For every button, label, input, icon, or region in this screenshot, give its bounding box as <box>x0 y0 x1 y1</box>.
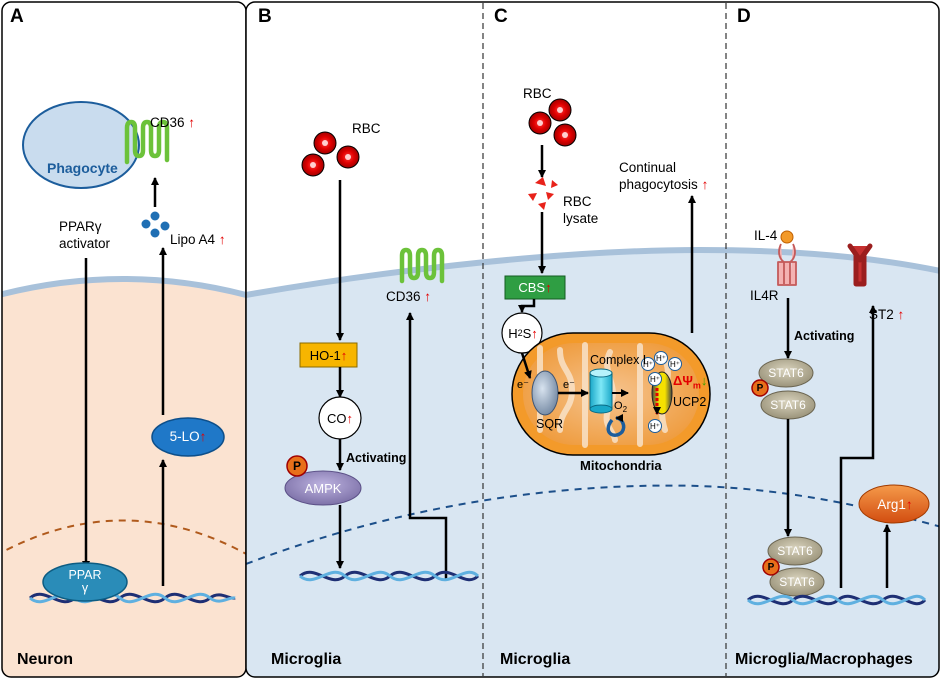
stat6-top-a-label: STAT6 <box>768 366 804 380</box>
phospho-d-top-label: P <box>756 382 764 394</box>
panel-a <box>1 1 247 678</box>
complex-i-cylinder <box>589 368 613 414</box>
o2-label: O2 <box>614 400 628 415</box>
proton-label-1: H⁺ <box>643 359 653 369</box>
stat6-bottom-b-label: STAT6 <box>779 575 815 589</box>
panel-b-letter: B <box>258 6 272 27</box>
stat6-bottom-a-label: STAT6 <box>777 544 813 558</box>
panel-d <box>747 230 930 606</box>
phospho-b-label: P <box>292 459 301 473</box>
rbc-cells-c-icon <box>528 98 577 147</box>
ampk-kinase <box>284 470 362 506</box>
cbs-label: CBS↑ <box>518 280 552 295</box>
mitochondria-label: Mitochondria <box>580 458 662 473</box>
ppar-activator-label-line1: PPARγ <box>59 219 102 234</box>
ppar-activator-label-line2: activator <box>59 236 111 251</box>
panel-c-cell-name: Microglia <box>500 651 571 668</box>
cd36-receptor-b-icon <box>399 247 445 284</box>
panel-c-letter: C <box>494 6 508 27</box>
neuron-cell-body <box>2 276 246 677</box>
cd36-b-label: CD36 ↑ <box>386 289 432 304</box>
five-lo-enzyme <box>151 417 225 457</box>
phospho-d-bottom-icon <box>762 558 780 576</box>
activating-d-label: Activating <box>794 329 855 343</box>
phospho-d-top-icon <box>751 379 769 397</box>
dna-helix-b <box>299 570 480 582</box>
cd36-a-label: CD36 ↑ <box>150 115 196 130</box>
ho1-box <box>299 342 358 368</box>
arg1-label: Arg1↑ <box>877 496 913 512</box>
rbc-lysate-icon <box>528 177 558 210</box>
arg1-enzyme <box>858 484 930 524</box>
o2-cycle-arrow-icon <box>606 414 626 437</box>
il4r-receptor-icon <box>777 243 797 286</box>
proton-label-2: H⁺ <box>656 353 666 363</box>
five-lo-label: 5-LO↑ <box>169 428 207 444</box>
phospho-b-icon <box>286 455 308 477</box>
il4r-label: IL4R <box>750 288 779 303</box>
nucleus-boundary <box>2 519 246 557</box>
phagocyte-label: Phagocyte <box>47 160 118 176</box>
panels-bcd <box>245 1 940 678</box>
proton-cluster-icon <box>641 351 682 433</box>
lipo-a4-label: Lipo A4 ↑ <box>170 232 226 247</box>
rbc-cells-icon <box>301 131 360 177</box>
st2-label: ST2 ↑ <box>869 307 905 322</box>
il4-label: IL-4 <box>754 228 778 243</box>
panel-d-cell-name: Microglia/Macrophages <box>735 651 913 668</box>
stat6-dimer-bottom-a <box>767 536 823 566</box>
panel-d-letter: D <box>737 6 751 27</box>
stat6-top-b-label: STAT6 <box>770 398 806 412</box>
rbc-lysate-label-line2: lysate <box>563 211 599 226</box>
arrow-h2s-to-sqr <box>520 352 532 379</box>
dna-helix-d <box>747 594 927 606</box>
arrow-cbs-to-h2s <box>518 299 536 313</box>
panel-a-cell-name: Neuron <box>17 651 73 668</box>
arrow-dna-to-st2 <box>839 305 877 588</box>
activating-b-label: Activating <box>346 451 407 465</box>
ampk-label: AMPK <box>304 480 342 496</box>
electron-label-2: e⁻ <box>563 379 575 391</box>
st2-receptor-icon <box>847 243 873 287</box>
rbc-lysate-label-line1: RBC <box>563 194 592 209</box>
delta-psi-label: ΔΨm↓ <box>673 373 708 391</box>
lipoxin-molecules-icon <box>141 211 170 238</box>
panel-a-letter: A <box>10 6 24 27</box>
arrow-dna-to-cd36 <box>406 312 448 580</box>
phospho-d-bottom-label: P <box>767 561 775 573</box>
continual-label-line1: Continual <box>619 160 677 175</box>
rbc-b-label: RBC <box>352 121 381 136</box>
panel-b-cell-name: Microglia <box>271 651 342 668</box>
panel-b <box>284 131 480 582</box>
electron-label-1: e⁻ <box>517 379 529 391</box>
proton-label-5: H⁺ <box>650 421 660 431</box>
ucp2-label: UCP2 <box>673 395 707 409</box>
rbc-c-label: RBC <box>523 86 552 101</box>
panel-c <box>501 98 711 456</box>
co-label: CO↑ <box>327 410 353 426</box>
sqr-enzyme <box>531 370 559 416</box>
proton-label-4: H⁺ <box>650 374 660 384</box>
il4-ligand-icon <box>780 230 794 244</box>
stat6-dimer-top-a <box>758 358 814 388</box>
cd36-receptor-icon <box>124 119 170 165</box>
complex-i-label: Complex I <box>590 353 647 367</box>
sqr-label: SQR <box>536 417 564 431</box>
ppar-gamma-receptor <box>42 562 128 602</box>
ho1-label: HO-1↑ <box>309 347 348 363</box>
phagocyte-cell <box>22 101 140 189</box>
proton-label-3: H⁺ <box>670 359 680 369</box>
continual-label-line2: phagocytosis ↑ <box>619 177 709 192</box>
